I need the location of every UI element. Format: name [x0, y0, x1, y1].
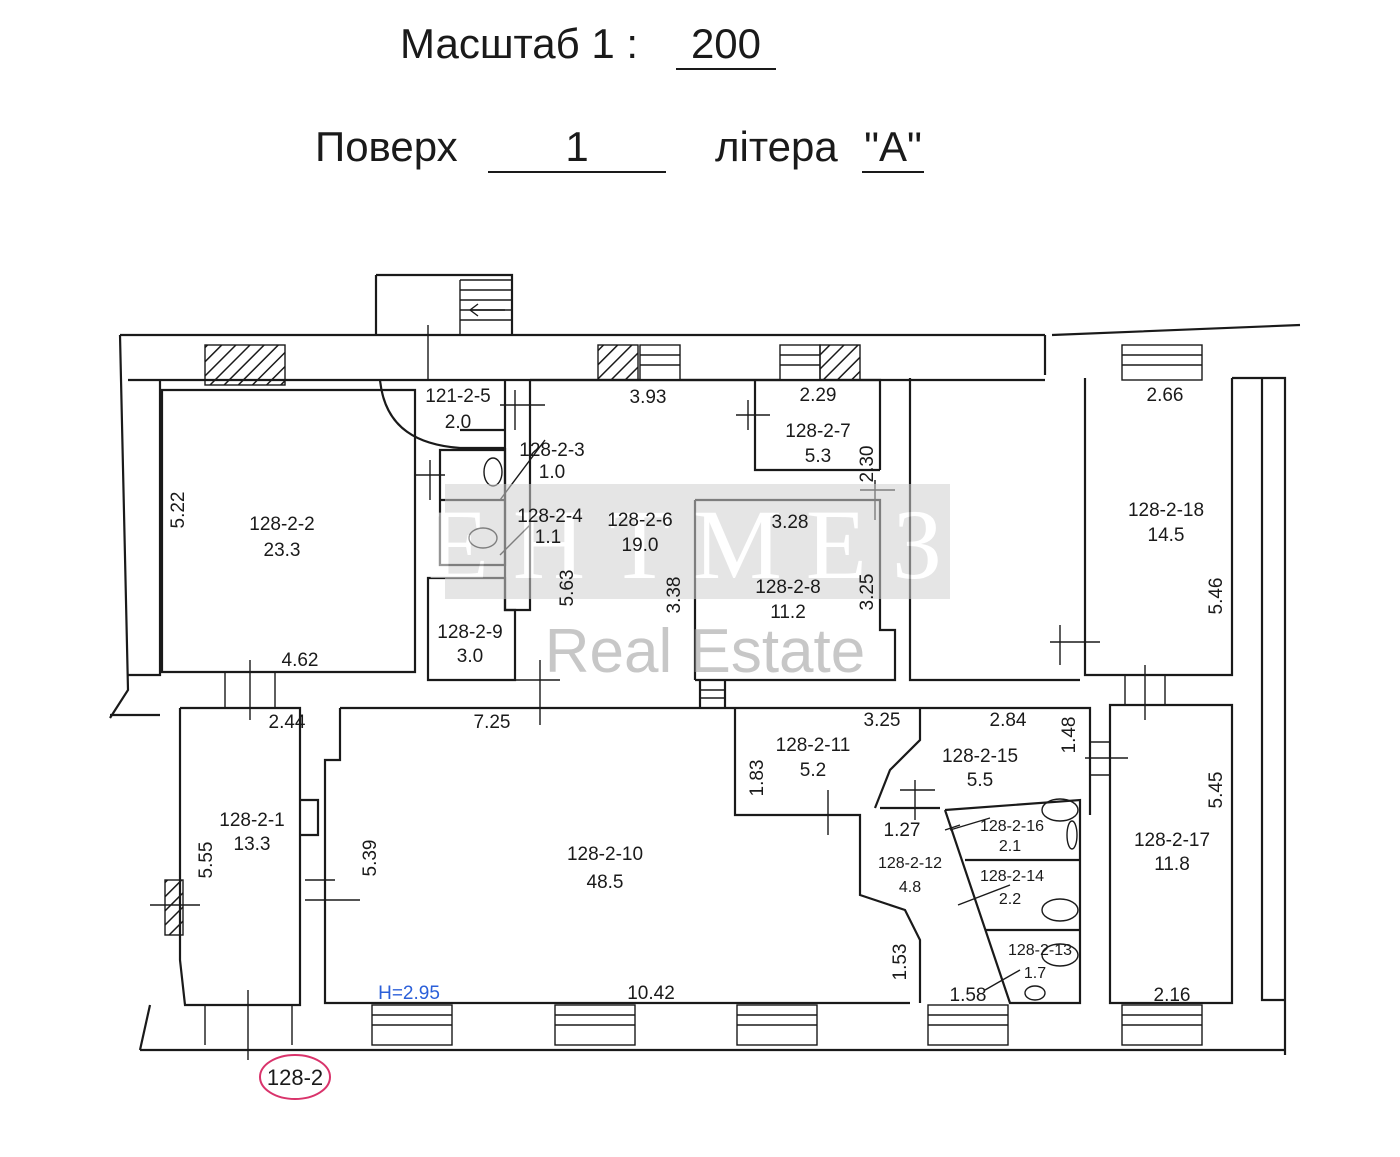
dimension: 3.28: [772, 512, 809, 533]
room-area: 14.5: [1148, 525, 1185, 546]
scale-label: Масштаб 1 :: [400, 20, 639, 67]
room-id: 128-2-13: [1008, 942, 1072, 959]
letter-label: літера: [715, 123, 838, 170]
letter-value: "А": [862, 123, 924, 173]
room-area: 11.8: [1154, 854, 1190, 875]
room-area: 13.3: [234, 834, 271, 855]
room-area: 2.1: [999, 838, 1021, 855]
room-area: 3.0: [457, 646, 483, 667]
room-area: 1.0: [539, 462, 565, 483]
dimension: 2.66: [1147, 385, 1184, 406]
floor-value: 1: [488, 123, 666, 173]
room-area: 2.2: [999, 891, 1021, 908]
room-id: 128-2-4: [517, 506, 583, 527]
room-id: 128-2-14: [980, 868, 1044, 885]
dimension: 3.93: [630, 387, 667, 408]
dimension: 1.27: [884, 820, 921, 841]
dimension: 1.83: [747, 760, 768, 797]
room-id: 128-2-9: [437, 622, 503, 643]
room-labels: 128-2-2 23.3 121-2-5 2.0 128-2-3 1.0 128…: [219, 386, 1210, 982]
room-area: 1.1: [535, 527, 561, 548]
room-id: 128-2-10: [567, 844, 643, 865]
scale-value: 200: [676, 20, 776, 70]
dimension: 5.45: [1206, 772, 1227, 809]
outer-walls: [109, 323, 1301, 1055]
dimension: 5.22: [168, 492, 189, 529]
dimension: 3.25: [864, 710, 901, 731]
dimension: 5.39: [360, 840, 381, 877]
dimension: 2.44: [269, 712, 306, 733]
room-id: 128-2-16: [980, 818, 1044, 835]
dimension: 10.42: [627, 983, 675, 1004]
room-area: 19.0: [622, 535, 659, 556]
watermark-text: Real Estate: [545, 617, 866, 686]
dimension: 3.38: [664, 577, 685, 614]
unit-label: 128-2: [259, 1054, 331, 1100]
room-id: 128-2-3: [519, 440, 585, 461]
dimension: 1.48: [1059, 717, 1080, 754]
dimension: 2.84: [990, 710, 1027, 731]
svg-text:ЕНТМЕЗ: ЕНТМЕЗ: [428, 489, 966, 600]
dimensions: 5.22 4.62 3.93 2.29 2.30 3.28 5.63 3.38 …: [168, 385, 1227, 1006]
dimension: 5.63: [557, 570, 578, 607]
room-area: 5.2: [800, 760, 826, 781]
room-id: 128-2-1: [219, 810, 285, 831]
ceiling-height-label: H=2.95: [378, 983, 440, 1004]
floor-label: Поверх: [315, 123, 458, 170]
dimension: 2.16: [1154, 985, 1191, 1006]
room-id: 128-2-11: [776, 735, 851, 756]
room-id: 128-2-2: [249, 514, 315, 535]
room-area: 4.8: [899, 879, 921, 896]
dimension: 2.29: [800, 385, 837, 406]
stair-entrance: [374, 273, 514, 380]
room-area: 5.3: [805, 446, 831, 467]
windows: [164, 344, 1203, 1046]
interior-walls: [160, 378, 1092, 1007]
dimension: 1.58: [950, 985, 987, 1006]
room-area: 23.3: [264, 540, 301, 561]
room-area: 48.5: [587, 872, 624, 893]
dimension: 3.25: [857, 574, 878, 611]
dimension: 5.55: [196, 842, 217, 879]
room-area: 1.7: [1024, 965, 1046, 982]
room-id: 128-2-8: [755, 577, 821, 598]
dimension: 2.30: [857, 446, 878, 483]
room-id: 128-2-12: [878, 855, 942, 872]
dimension: 7.25: [474, 712, 511, 733]
svg-text:128-2: 128-2: [267, 1065, 323, 1090]
dimension: 1.53: [890, 944, 911, 981]
room-area: 11.2: [770, 602, 806, 623]
room-id: 128-2-7: [785, 421, 851, 442]
room-id: 121-2-5: [425, 386, 491, 407]
room-id: 128-2-6: [607, 510, 673, 531]
room-area: 5.5: [967, 770, 993, 791]
room-id: 128-2-17: [1134, 830, 1210, 851]
dimension: 5.46: [1206, 578, 1227, 615]
room-id: 128-2-15: [942, 746, 1018, 767]
watermark: ЕНТМЕЗ Real Estate: [428, 484, 966, 686]
dimension: 4.62: [282, 650, 319, 671]
room-id: 128-2-18: [1128, 500, 1204, 521]
room-area: 2.0: [445, 412, 471, 433]
